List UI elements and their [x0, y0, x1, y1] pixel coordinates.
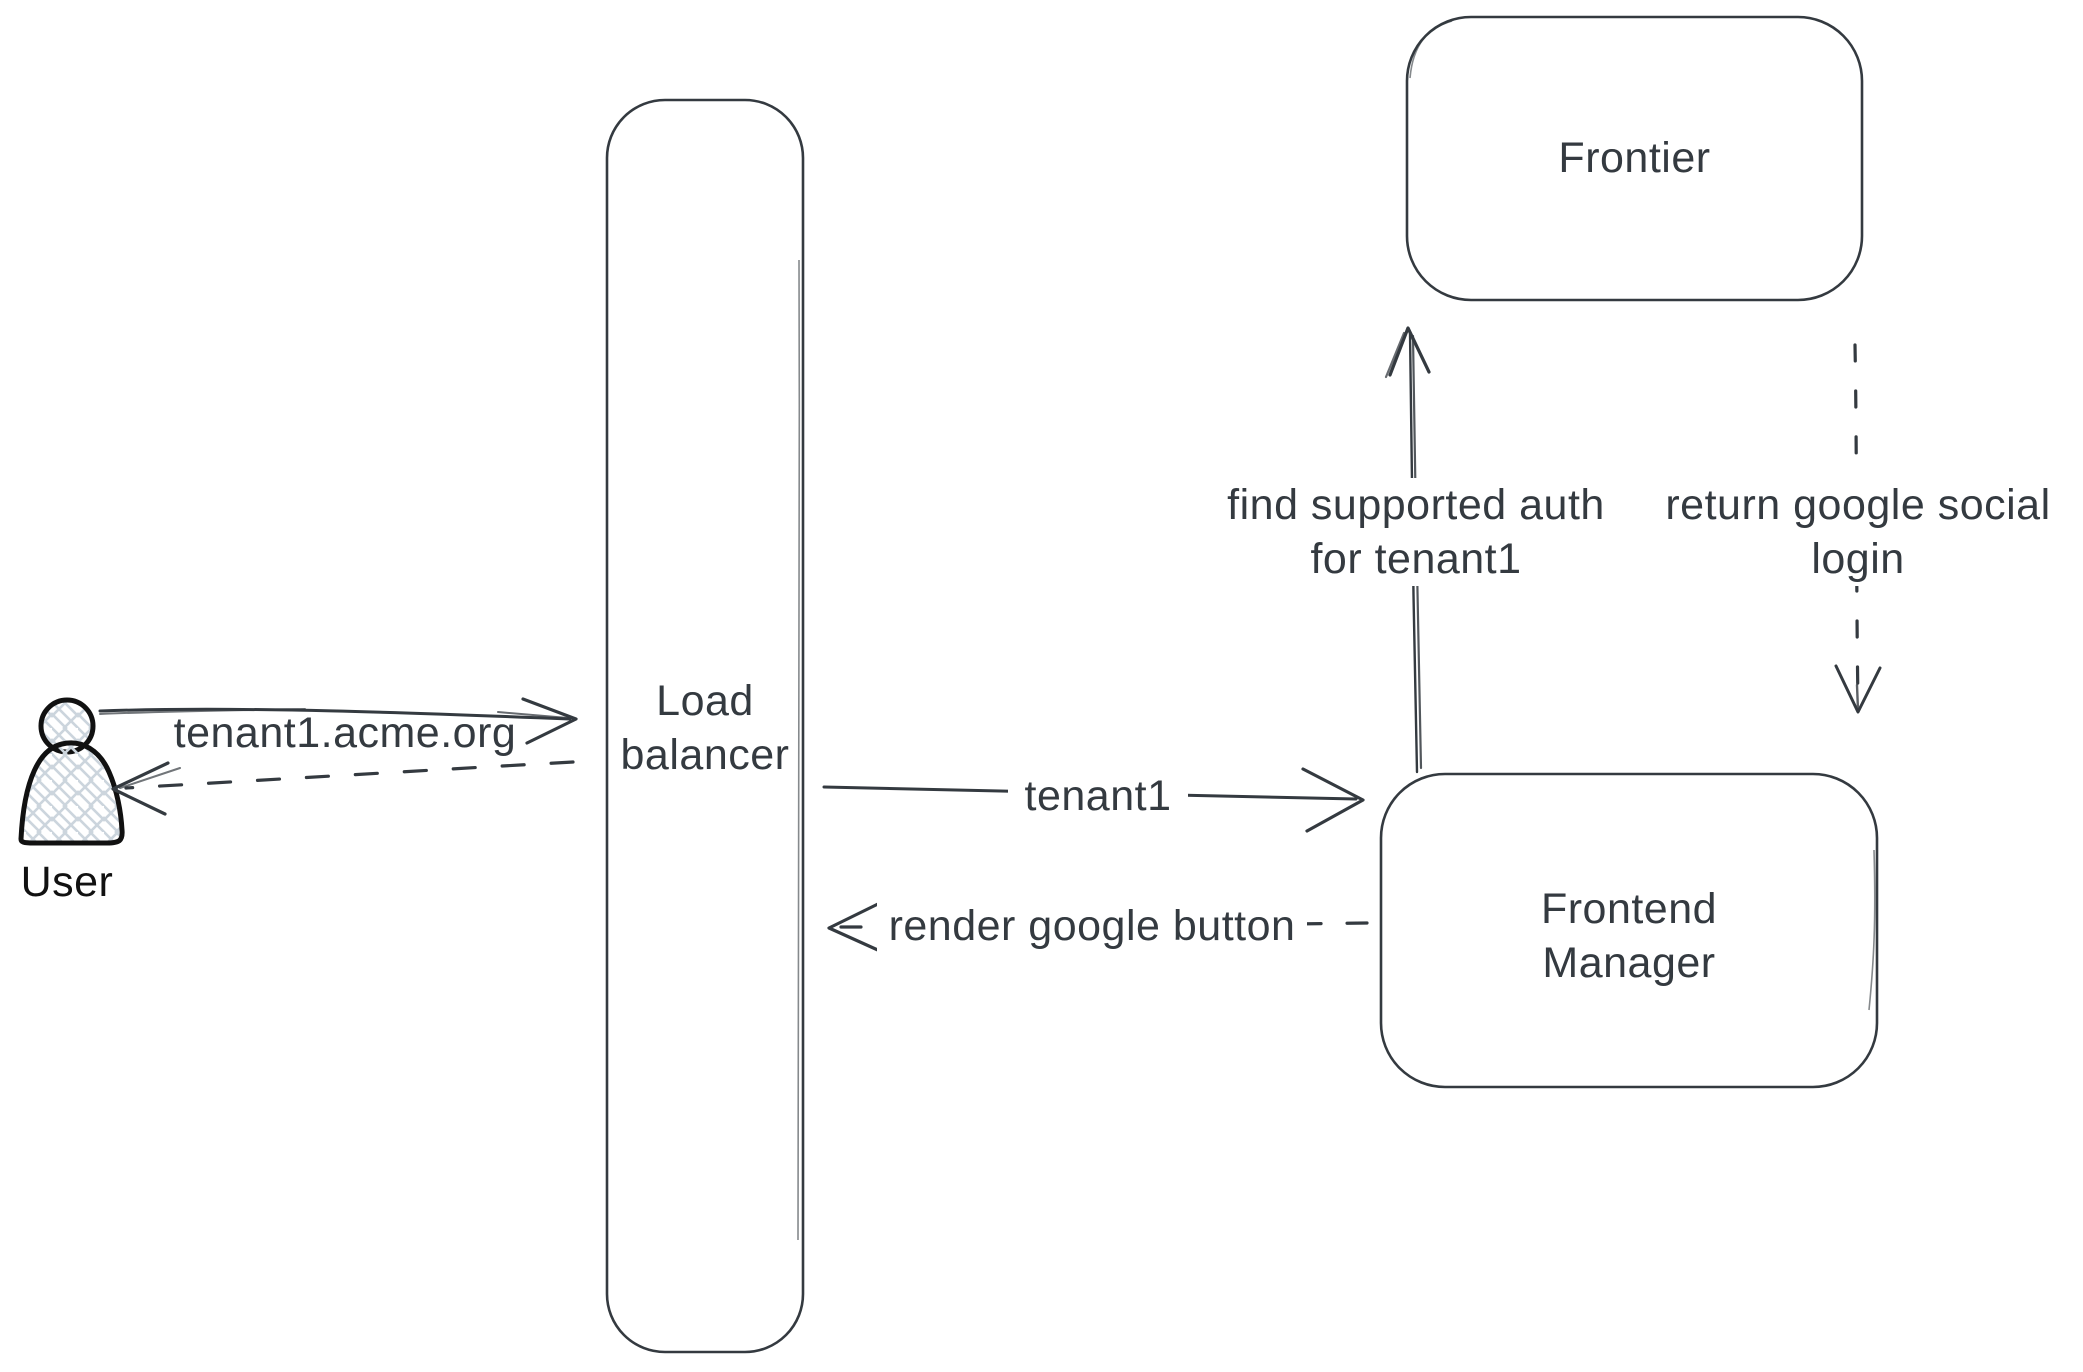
arrow-user-to-lb — [98, 697, 578, 745]
frontend-manager-label: Frontend Manager — [1540, 885, 1718, 987]
frontier-node — [1405, 15, 1864, 302]
user-label: User — [20, 858, 114, 906]
edge-label-find-supported-auth: find supported auth for tenant1 — [1201, 478, 1631, 586]
user-figure — [18, 697, 125, 846]
frontend-manager-node — [1379, 772, 1879, 1089]
arrow-lb-to-user — [111, 760, 575, 816]
arrow-frontier-to-fm — [1834, 343, 1882, 714]
edge-label-tenant1-acme-org: tenant1.acme.org — [173, 709, 517, 757]
load-balancer-label: Load balancer — [620, 677, 790, 779]
frontier-label: Frontier — [1558, 134, 1711, 182]
load-balancer-node — [605, 98, 805, 1354]
edge-label-return-google-social-login: return google social login — [1643, 478, 2073, 586]
edge-label-render-google-button: render google button — [877, 899, 1307, 953]
edge-label-tenant1: tenant1 — [1008, 769, 1188, 823]
